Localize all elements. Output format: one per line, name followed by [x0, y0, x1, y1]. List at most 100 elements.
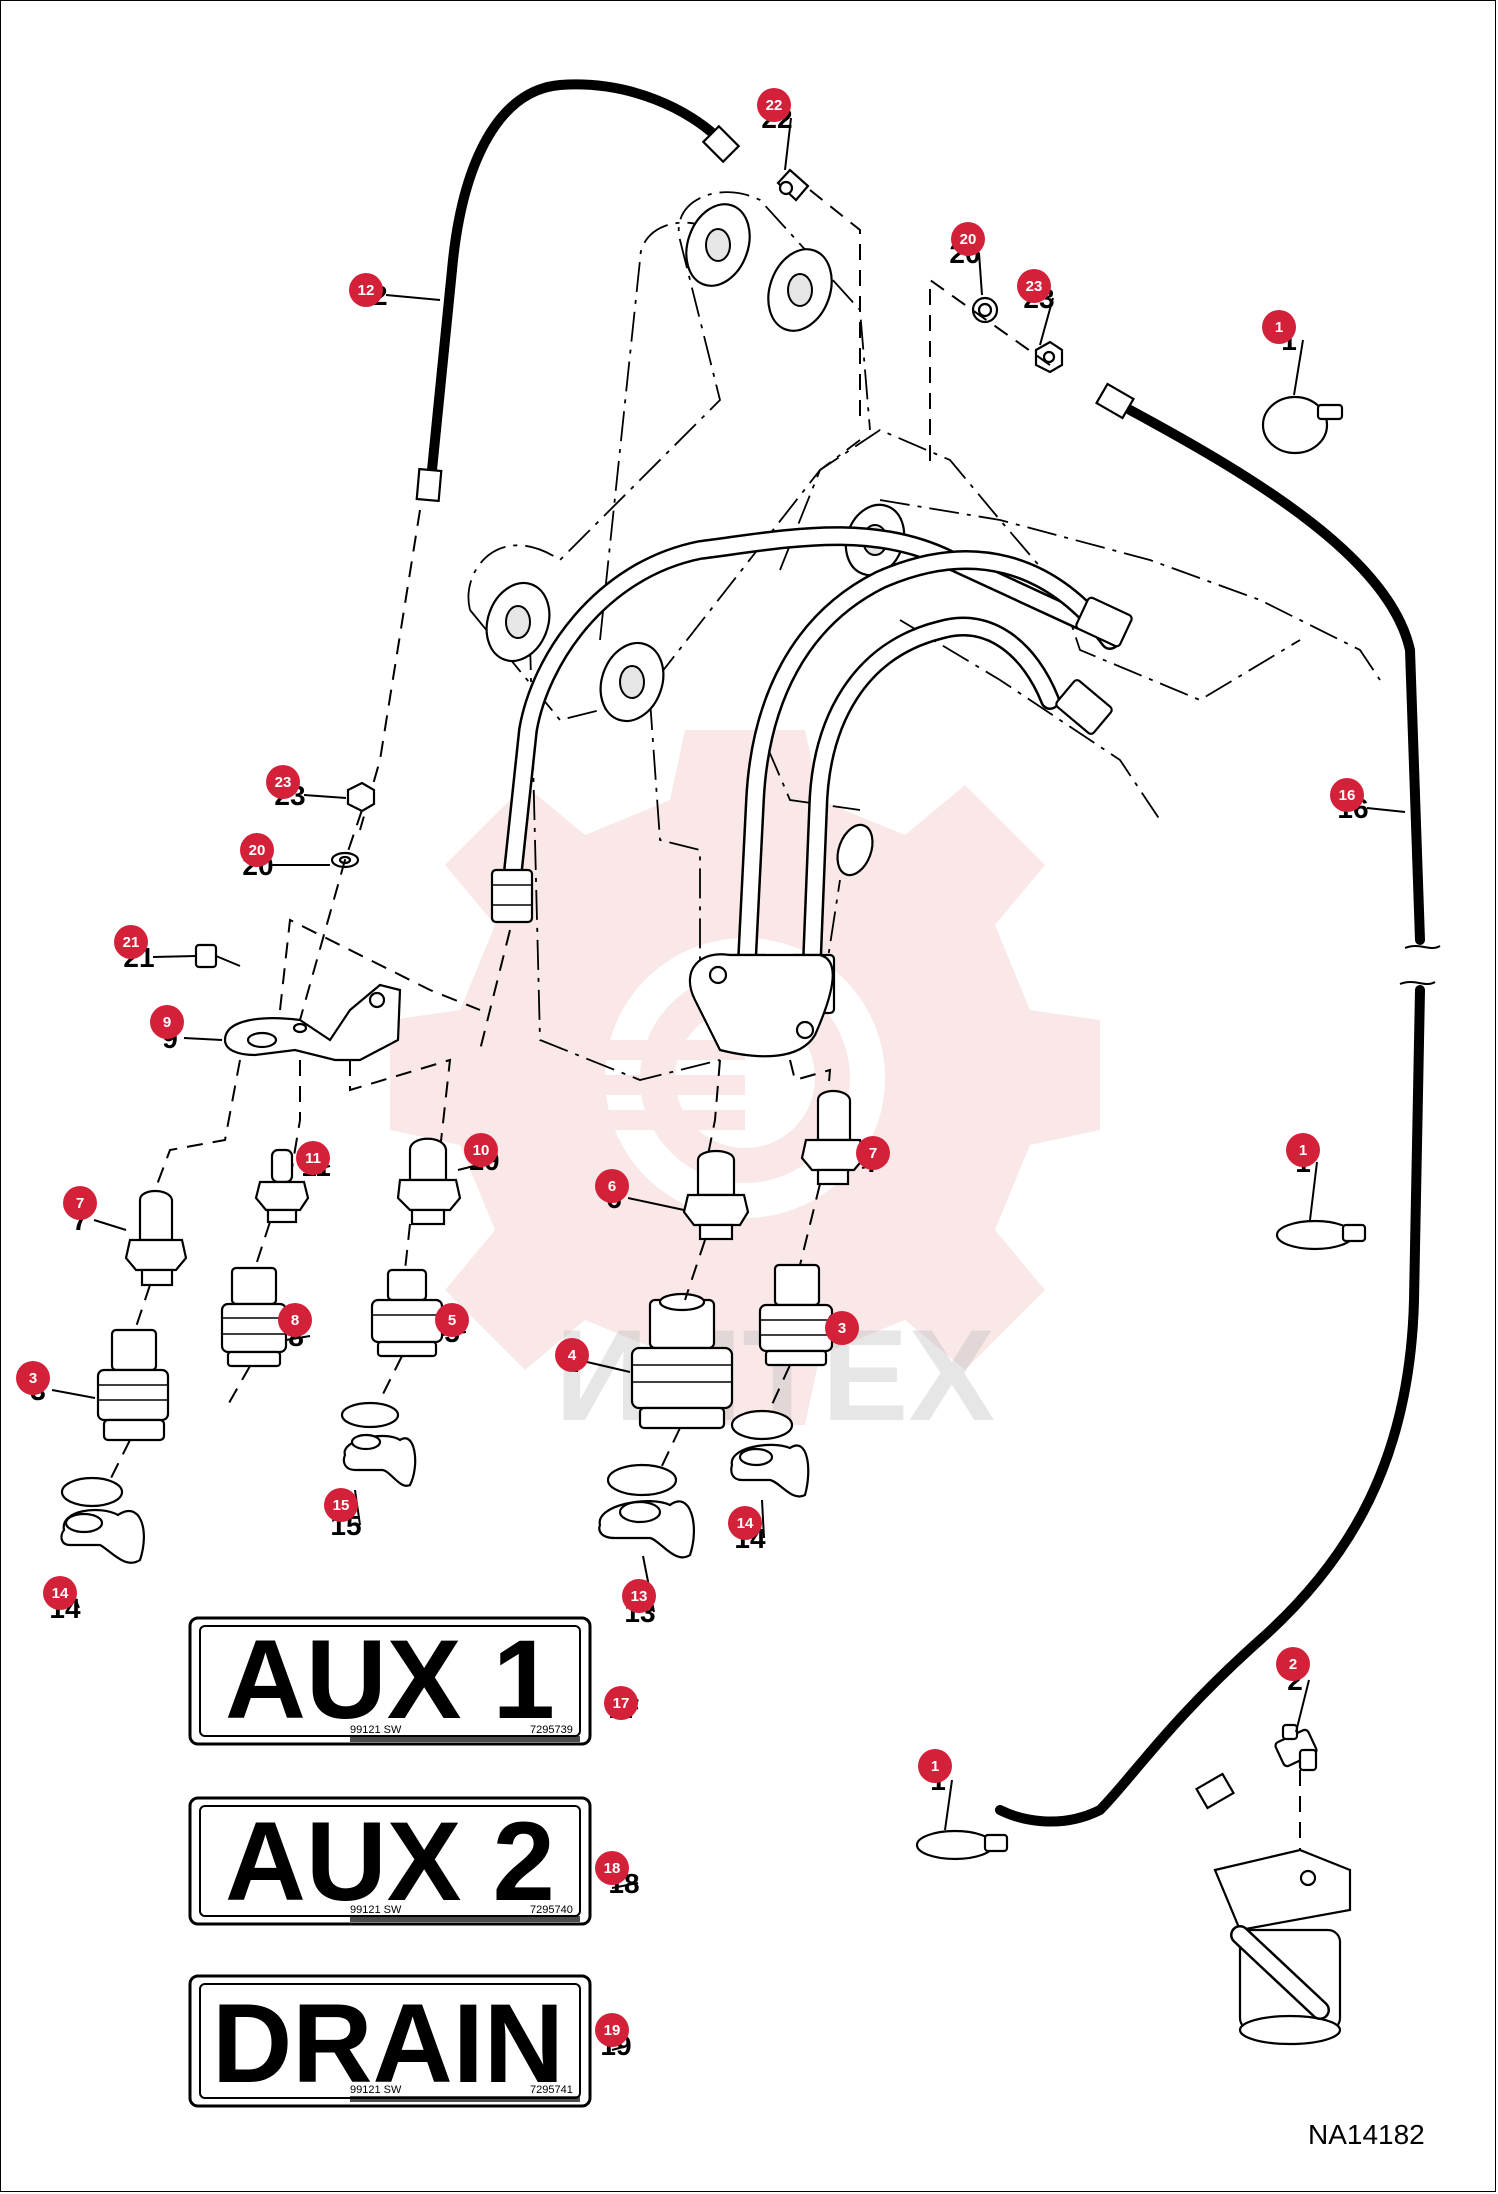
callout-leader [586, 1361, 631, 1373]
callout-leader [978, 252, 983, 296]
hose-clamp-1-top [1261, 395, 1344, 455]
callout-badge [918, 1749, 952, 1783]
callout-badge-number: 5 [448, 1312, 456, 1329]
callout-badge-number: 22 [766, 97, 783, 114]
nut-23-top [1034, 340, 1064, 374]
callout-17: 1717 [604, 1686, 640, 1724]
callout-badge [622, 1579, 656, 1613]
callout-badge [604, 1686, 638, 1720]
adapter-11 [254, 1148, 310, 1224]
callout-badge-number: 6 [608, 1178, 616, 1195]
callout-leader [1309, 1161, 1318, 1221]
callout-22: 2222 [757, 88, 793, 171]
decal-drain-title: DRAIN [212, 1981, 564, 2106]
decal-aux-2: AUX 2 99121 SW 7295740 [188, 1796, 592, 1926]
fitting-22 [776, 168, 810, 202]
coupler-4 [630, 1292, 734, 1430]
callout-badge-number: 19 [604, 2022, 621, 2039]
callout-leader [611, 1882, 639, 1889]
callout-badge [296, 1141, 330, 1175]
callout-badge-number: 7 [869, 1145, 877, 1162]
nut-23-left [346, 781, 376, 813]
callout-badge-number: 23 [275, 774, 292, 791]
callout-16: 1616 [1330, 778, 1406, 824]
callout-badge [266, 765, 300, 799]
assembly-lines-couplers [109, 1183, 821, 1481]
callout-badge [16, 1361, 50, 1395]
dust-cap-13 [598, 1463, 695, 1559]
tee-fitting-2 [1274, 1723, 1318, 1772]
callout-leader [183, 1037, 223, 1041]
callout-badge [757, 88, 791, 122]
callout-badge [1286, 1133, 1320, 1167]
callout-3: 33 [825, 1308, 859, 1345]
callout-19: 1919 [595, 2013, 632, 2061]
callout-badge-number: 11 [305, 1150, 321, 1167]
adapter-7-right [800, 1089, 866, 1186]
callout-badge [595, 1169, 629, 1203]
callout-leader [93, 1219, 127, 1231]
callout-leader [1366, 807, 1406, 813]
decal-aux-2-code-left: 99121 SW [350, 1904, 402, 1916]
bulkhead-plate [688, 953, 834, 1058]
callout-leader [611, 2044, 631, 2051]
callout-8: 88 [278, 1303, 312, 1352]
callout-badge [240, 833, 274, 867]
callout-3: 33 [16, 1361, 96, 1406]
dust-cap-14-left [60, 1476, 145, 1564]
callout-badge-number: 23 [1026, 278, 1043, 295]
callout-badge-number: 20 [249, 842, 266, 859]
coupler-5 [370, 1268, 444, 1358]
callout-badge [349, 273, 383, 307]
callout-leader [303, 794, 347, 799]
callout-badge [43, 1576, 77, 1610]
callout-badge [464, 1133, 498, 1167]
callout-7: 77 [856, 1136, 890, 1178]
drain-hose-16 [995, 382, 1441, 1827]
hose-clamp-1-middle [1275, 1219, 1367, 1251]
callout-badge-number: 3 [29, 1370, 37, 1387]
callout-badge-number: 9 [163, 1014, 171, 1031]
callout-7: 77 [63, 1186, 127, 1236]
coupler-3-right [758, 1263, 834, 1367]
decal-drain: DRAIN 99121 SW 7295741 [188, 1974, 592, 2108]
callout-13: 1313 [622, 1555, 656, 1628]
bracket-9 [223, 983, 402, 1062]
callout-leader [784, 117, 792, 171]
decal-drain-code-left: 99121 SW [350, 2084, 402, 2096]
callouts-layer: 1111112233334455667777889910101111121213… [16, 88, 1406, 2061]
callout-badge [856, 1136, 890, 1170]
drawing-id: NA14182 [1308, 2119, 1425, 2150]
callout-badge-number: 3 [838, 1320, 846, 1337]
callout-leader [627, 1197, 685, 1211]
washer-20-top [971, 296, 999, 324]
callout-badge [1276, 1647, 1310, 1681]
callout-badge [1017, 269, 1051, 303]
callout-badge [1262, 310, 1296, 344]
callout-badge-number: 21 [123, 934, 140, 951]
assembly-lines-bracket [154, 809, 832, 1191]
callout-5: 55 [435, 1303, 469, 1348]
adapter-6 [682, 1149, 750, 1241]
callout-badge-number: 4 [568, 1347, 577, 1364]
callout-9: 99 [150, 1005, 223, 1054]
callout-badge-number: 16 [1339, 787, 1356, 804]
callout-leader [385, 294, 441, 301]
callout-leader [1039, 297, 1054, 346]
decal-aux-1-code-left: 99121 SW [350, 1724, 402, 1736]
callout-badge [324, 1488, 358, 1522]
dust-cap-14-right [730, 1409, 810, 1498]
callout-1: 11 [1286, 1133, 1320, 1221]
decal-aux-1-title: AUX 1 [225, 1617, 555, 1742]
callout-10: 1010 [457, 1133, 500, 1176]
decal-aux-2-code-right: 7295740 [530, 1904, 573, 1916]
callout-badge [1330, 778, 1364, 812]
